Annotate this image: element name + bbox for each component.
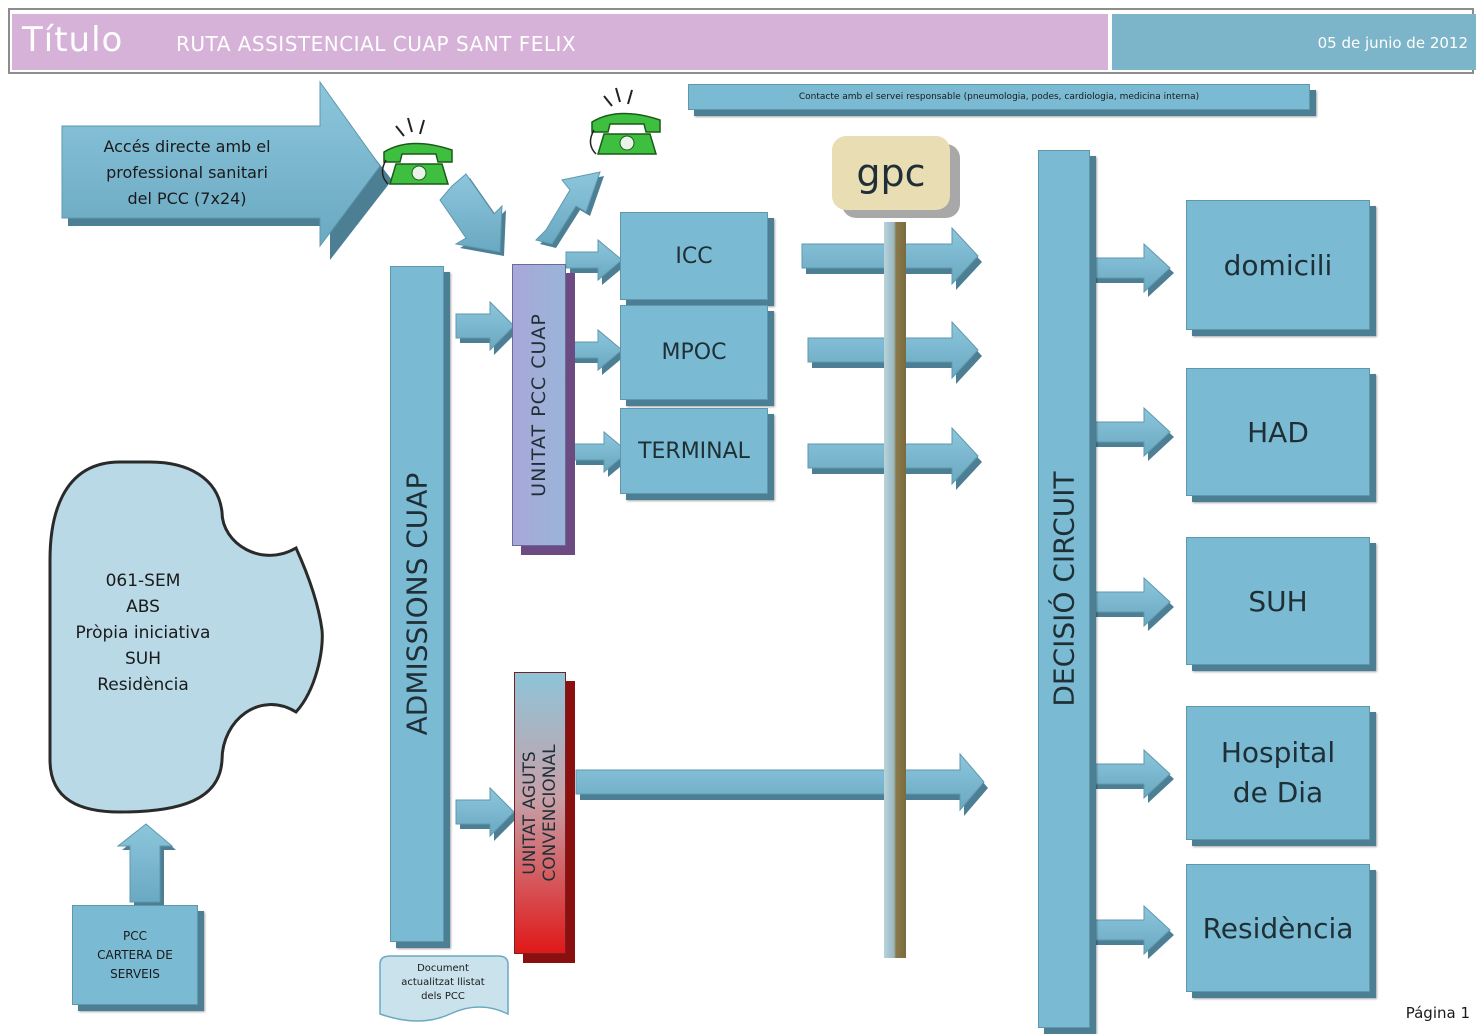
phone-arrow-up: [535, 171, 604, 248]
admissions-to-pcc-arrow: [455, 300, 518, 355]
unit-aguts-line: CONVENCIONAL: [540, 744, 560, 882]
pcc-box-line: SERVEIS: [110, 966, 160, 981]
destination-box-residencia: Residència: [1186, 864, 1370, 992]
destination-label: Residència: [1202, 911, 1354, 945]
source-item: ABS: [126, 597, 160, 617]
admissions-label: ADMISSIONS CUAP: [400, 472, 434, 736]
document-line: Document: [417, 963, 469, 974]
destination-box-had: HAD: [1186, 368, 1370, 496]
source-item: 061-SEM: [105, 571, 181, 591]
access-line: del PCC (7x24): [127, 189, 247, 208]
treatment-box-mpoc: MPOC: [620, 305, 768, 400]
title-band: [12, 14, 1108, 70]
destination-box-domicili: domicili: [1186, 200, 1370, 330]
destination-box-suh: SUH: [1186, 537, 1370, 665]
document-shape: [379, 955, 509, 1022]
destination-label: SUH: [1248, 584, 1308, 618]
destination-box-hospital-de-dia: Hospital de Dia: [1186, 706, 1370, 840]
contact-bar: Contacte amb el servei responsable (pneu…: [688, 84, 1310, 110]
gpc-label: gpc: [856, 151, 926, 195]
unit-aguts-line: UNITAT AGUTS: [520, 751, 540, 875]
pcc-box-line: PCC: [123, 928, 147, 943]
page-number: Página 1: [1405, 1004, 1470, 1022]
green-telephone-icon: [589, 87, 661, 155]
document-line: actualitzat llistat: [401, 977, 485, 988]
document-line: dels PCC: [421, 991, 465, 1002]
treatment-box-icc: ICC: [620, 212, 768, 300]
pcc-to-treatment-arrows: [565, 238, 632, 477]
treatment-box-terminal: TERMINAL: [620, 408, 768, 494]
pcc-box-line: CARTERA DE: [97, 947, 173, 962]
pcc-box-text: PCC CARTERA DE SERVEIS: [73, 906, 197, 1004]
destination-label: HAD: [1247, 415, 1309, 449]
destination-label: domicili: [1223, 248, 1333, 282]
admissions-to-aguts-arrow: [455, 786, 518, 841]
source-cloud: [48, 460, 324, 814]
source-item: SUH: [124, 649, 162, 669]
access-arrow: [61, 80, 392, 260]
decision-label: DECISIÓ CIRCUIT: [1047, 471, 1081, 707]
gpc-badge: gpc: [832, 136, 950, 210]
pcc-up-arrow: [116, 823, 176, 906]
access-text: Accés directe amb el professional sanita…: [72, 134, 302, 212]
destination-label: Hospital de Dia: [1220, 736, 1336, 809]
access-line: professional sanitari: [106, 163, 268, 182]
page-title: RUTA ASSISTENCIAL CUAP SANT FELIX: [176, 32, 577, 56]
decision-to-destination-arrows: [1089, 242, 1174, 959]
decision-bar: DECISIÓ CIRCUIT: [1038, 150, 1090, 1028]
pcc-cartera-box: PCC CARTERA DE SERVEIS: [72, 905, 198, 1005]
gpc-pole: [884, 222, 906, 958]
source-item: Pròpia iniciativa: [75, 623, 211, 643]
unit-aguts-bar: UNITAT AGUTS CONVENCIONAL: [514, 672, 566, 954]
header-word: Título: [22, 20, 124, 60]
source-item: Residència: [97, 675, 189, 695]
unit-pcc-label: UNITAT PCC CUAP: [528, 313, 550, 497]
unit-pcc-bar: UNITAT PCC CUAP: [512, 264, 566, 546]
unit-aguts-label: UNITAT AGUTS CONVENCIONAL: [520, 744, 560, 881]
phone-arrow-down: [439, 173, 506, 256]
green-telephone-icon: [381, 117, 453, 185]
date-band: [1112, 14, 1476, 70]
treatment-label: MPOC: [661, 340, 727, 365]
contact-bar-text: Contacte amb el servei responsable (pneu…: [798, 92, 1200, 102]
sources-list: 061-SEM ABS Pròpia iniciativa SUH Residè…: [48, 568, 238, 698]
treatment-label: TERMINAL: [638, 438, 750, 464]
access-line: Accés directe amb el: [103, 137, 271, 156]
header-date: 05 de junio de 2012: [1317, 34, 1468, 52]
admissions-bar: ADMISSIONS CUAP: [390, 266, 444, 942]
treatment-label: ICC: [675, 243, 713, 269]
document-text: Document actualitzat llistat dels PCC: [380, 962, 506, 1004]
